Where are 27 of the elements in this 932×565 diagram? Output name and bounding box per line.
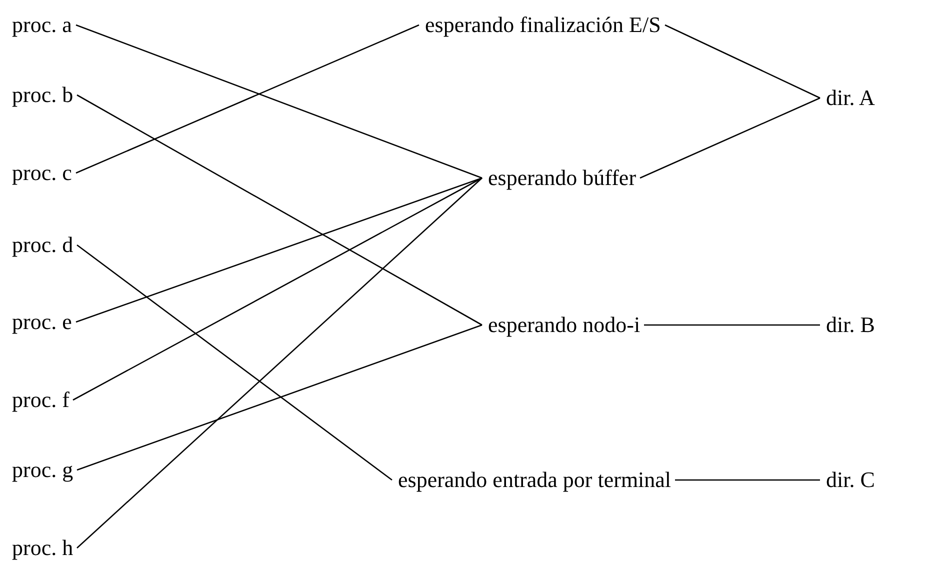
node-label: dir. A — [826, 85, 875, 110]
connector-line — [664, 24, 820, 99]
connector-line — [76, 24, 482, 179]
node-label: proc. b — [12, 82, 74, 107]
connector-line — [640, 97, 820, 179]
node-label: proc. a — [12, 12, 72, 37]
connector-line — [76, 324, 482, 471]
connector-line — [76, 244, 392, 481]
node-label: esperando búffer — [488, 165, 636, 190]
node-label: proc. g — [12, 457, 74, 482]
connector-line — [76, 94, 482, 326]
connector-line — [76, 178, 482, 548]
node-label: esperando entrada por terminal — [398, 467, 672, 492]
connector-line — [675, 479, 820, 481]
connector-line — [76, 24, 420, 174]
node-label: dir. C — [826, 467, 875, 492]
connector-line — [72, 177, 482, 401]
node-label: proc. c — [12, 160, 72, 185]
node-label: esperando nodo-i — [488, 312, 640, 337]
node-label: proc. d — [12, 232, 74, 257]
connector-line — [644, 324, 820, 326]
node-label: esperando finalización E/S — [425, 12, 661, 37]
node-label: proc. e — [12, 309, 72, 334]
connector-line — [76, 177, 482, 323]
node-label: proc. f — [12, 387, 70, 412]
node-label: proc. h — [12, 535, 74, 560]
node-label: dir. B — [826, 312, 875, 337]
